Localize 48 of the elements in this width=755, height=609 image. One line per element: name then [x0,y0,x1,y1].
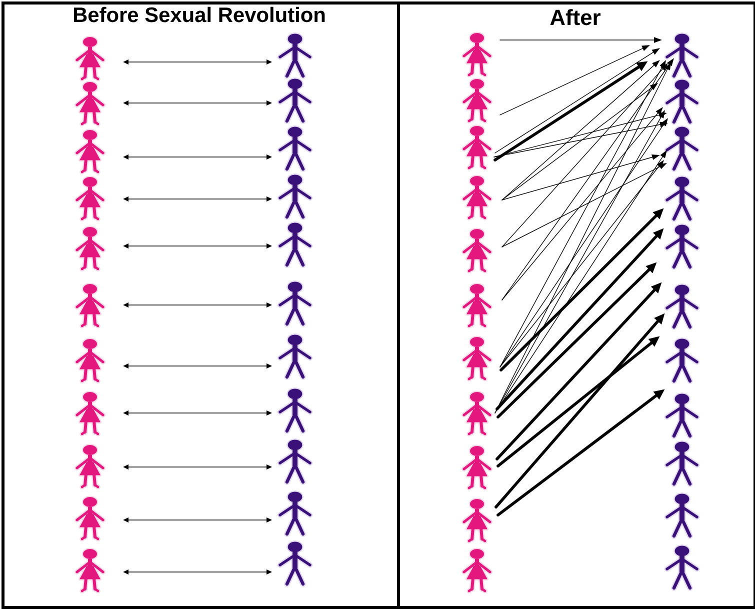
man-figure [277,334,313,380]
woman-figure [461,336,493,382]
woman-figure [461,498,493,544]
woman-figure [461,32,493,78]
woman-figure [461,124,493,170]
woman-figure [74,80,106,126]
woman-figure [461,228,493,274]
arrow [502,60,660,200]
woman-figure [74,390,106,436]
woman-figure [74,128,106,174]
man-figure [664,284,700,330]
man-figure [664,78,700,125]
woman-figure [74,496,106,542]
man-figure [277,78,313,124]
man-figure [277,222,313,268]
man-figure [664,126,700,172]
man-figure [664,392,700,439]
man-figure [277,280,313,327]
man-figure [664,176,700,222]
man-figure [277,540,313,587]
panel-title: Before Sexual Revolution [74,6,325,22]
woman-figure [74,36,106,82]
man-figure [664,224,700,270]
woman-figure [461,174,493,220]
woman-figure [74,444,106,490]
woman-figure [461,78,493,124]
woman-figure [74,548,106,594]
man-figure [277,174,313,220]
woman-figure [74,226,106,272]
woman-figure [74,176,106,222]
man-figure [277,32,313,79]
woman-figure [461,444,493,490]
woman-figure [74,282,106,328]
arrow [502,63,668,248]
man-figure [664,440,700,487]
man-figure [664,338,700,384]
man-figure [664,492,700,539]
man-figure [277,126,313,172]
arrow [502,107,663,300]
panel-title: After [550,9,600,26]
woman-figure [74,338,106,384]
woman-figure [461,548,493,594]
woman-figure [461,282,493,328]
man-figure [277,438,313,485]
man-figure [664,544,700,591]
man-figure [277,388,313,434]
woman-figure [461,390,493,436]
man-figure [277,490,313,537]
